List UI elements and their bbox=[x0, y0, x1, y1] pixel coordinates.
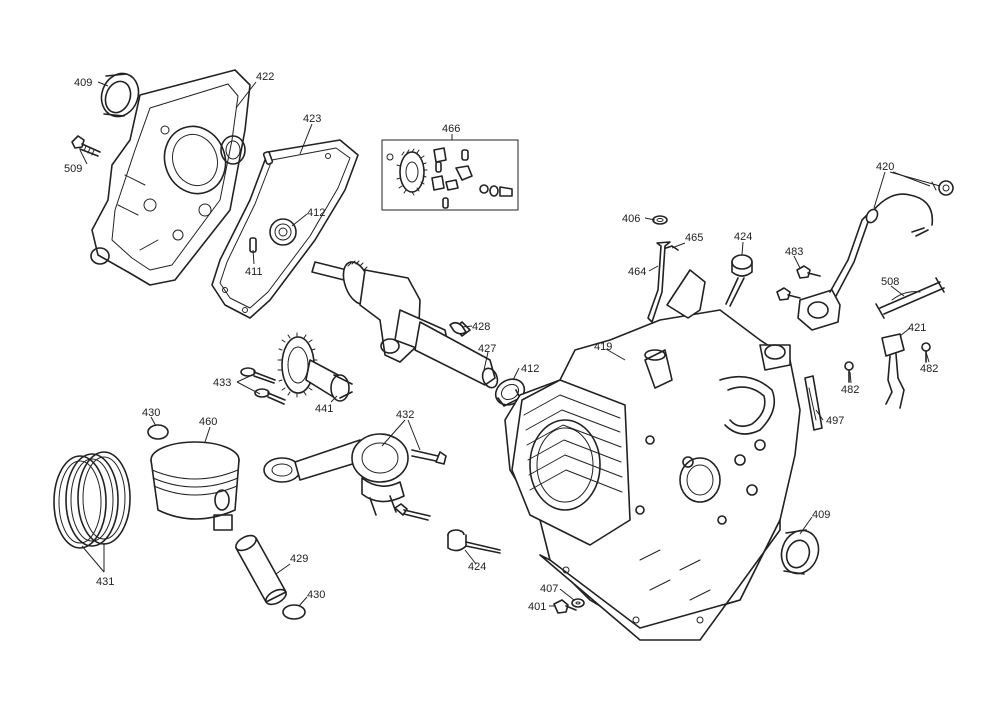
washer-406 bbox=[652, 215, 668, 225]
ignition-coil-420 bbox=[797, 180, 954, 331]
part-label-409-right: 409 bbox=[812, 509, 830, 521]
connecting-rod bbox=[263, 433, 409, 516]
part-label-419: 419 bbox=[594, 341, 612, 353]
engine-block-419 bbox=[504, 269, 801, 641]
circlip-430-top bbox=[147, 424, 169, 440]
plate-497 bbox=[804, 375, 823, 431]
camshaft-441 bbox=[277, 332, 353, 402]
bolt-433 bbox=[240, 367, 286, 405]
part-label-406: 406 bbox=[622, 213, 640, 225]
part-label-430-top: 430 bbox=[142, 407, 160, 419]
wire-harness-508 bbox=[875, 277, 945, 319]
stop-switch-421 bbox=[881, 333, 905, 409]
circlip-430-bottom bbox=[282, 604, 306, 620]
part-label-422: 422 bbox=[256, 71, 274, 83]
clip-465 bbox=[665, 245, 679, 251]
part-label-482-right: 482 bbox=[920, 363, 938, 375]
part-label-411: 411 bbox=[245, 266, 263, 278]
part-label-460: 460 bbox=[199, 416, 217, 428]
dowel-pin-411 bbox=[249, 151, 274, 253]
leader-lines bbox=[79, 81, 941, 607]
part-label-465: 465 bbox=[685, 232, 703, 244]
part-label-409-top: 409 bbox=[74, 77, 92, 89]
piston-460 bbox=[150, 441, 240, 531]
part-label-420: 420 bbox=[876, 161, 894, 173]
part-label-412-top: 412 bbox=[307, 207, 325, 219]
part-label-423: 423 bbox=[303, 113, 321, 125]
oil-seal-409-top bbox=[100, 72, 140, 118]
part-label-431: 431 bbox=[96, 576, 114, 588]
governor-assembly-466 bbox=[381, 139, 519, 211]
part-label-412-right: 412 bbox=[521, 363, 539, 375]
screw-482-b bbox=[844, 361, 854, 383]
bolt-483 bbox=[776, 265, 821, 301]
part-label-421: 421 bbox=[908, 322, 926, 334]
part-label-509: 509 bbox=[64, 163, 82, 175]
key-428 bbox=[449, 321, 467, 335]
part-label-482-left: 482 bbox=[841, 384, 859, 396]
bolt-509 bbox=[71, 135, 101, 157]
part-labels: 409 422 509 423 412 411 466 406 465 464 … bbox=[64, 71, 938, 613]
part-label-433: 433 bbox=[213, 377, 231, 389]
part-label-441: 441 bbox=[315, 403, 333, 415]
part-label-407: 407 bbox=[540, 583, 558, 595]
crankshaft bbox=[311, 260, 499, 389]
bearing-412-top bbox=[269, 218, 297, 246]
piston-pin-429 bbox=[235, 534, 287, 606]
crankcase-cover-422 bbox=[90, 69, 251, 286]
oil-level-sensor-424-bottom bbox=[447, 529, 501, 554]
part-label-432: 432 bbox=[396, 409, 414, 421]
part-label-430-bottom: 430 bbox=[307, 589, 325, 601]
oil-level-sensor-424-top bbox=[725, 254, 753, 307]
washer-407 bbox=[571, 598, 585, 608]
part-label-508: 508 bbox=[881, 276, 899, 288]
part-label-497: 497 bbox=[826, 415, 844, 427]
part-label-466: 466 bbox=[442, 123, 460, 135]
piston-rings-431 bbox=[53, 451, 131, 549]
governor-shaft-464 bbox=[647, 241, 671, 323]
part-label-429: 429 bbox=[290, 553, 308, 565]
part-label-464: 464 bbox=[628, 266, 646, 278]
part-label-428: 428 bbox=[472, 321, 490, 333]
bolt-432-a bbox=[411, 449, 447, 465]
bolt-432-b bbox=[394, 503, 431, 521]
drain-plug-401 bbox=[553, 599, 577, 614]
part-label-424-bottom: 424 bbox=[468, 561, 486, 573]
part-label-483: 483 bbox=[785, 246, 803, 258]
part-label-401: 401 bbox=[528, 601, 546, 613]
part-label-427: 427 bbox=[478, 343, 496, 355]
part-label-424-top: 424 bbox=[734, 231, 752, 243]
gasket-423 bbox=[211, 139, 359, 319]
